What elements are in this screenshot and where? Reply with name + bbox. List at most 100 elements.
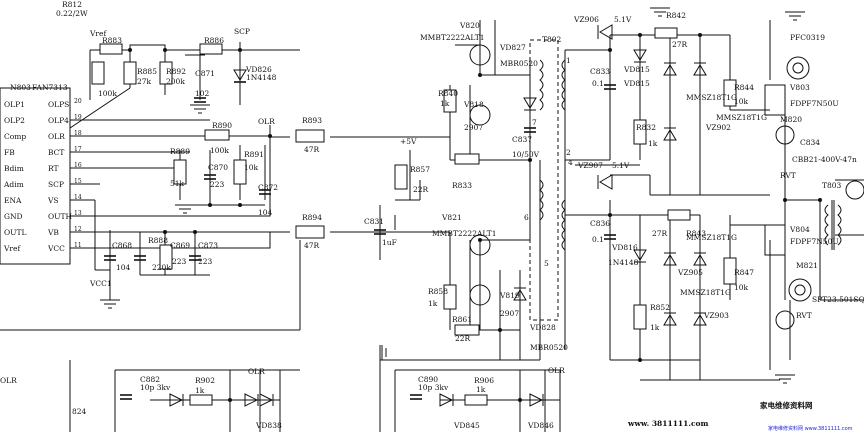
label-plus5: +5V [400, 137, 417, 146]
label-c869: C869 [170, 241, 190, 250]
label-olr3: OLR [248, 367, 265, 376]
label-c882v: 10p 3kv [140, 383, 171, 392]
watermark-cn-small: 家电维修资料网 www.3811111.com [768, 425, 853, 432]
label-vz905: VZ905 [677, 268, 703, 277]
label-r842v: 27R [672, 40, 688, 49]
label-c831v: 1uF [382, 238, 397, 247]
label-vz903: VZ903 [703, 311, 729, 320]
label-r889v: 51k [170, 179, 185, 188]
label-r847v: 10k [734, 283, 749, 292]
label-mbr1: MBR0520 [500, 59, 538, 68]
label-n6: 6 [524, 213, 529, 222]
ic-pin-right-8: VB [47, 228, 59, 237]
label-c882: C882 [140, 375, 160, 384]
label-r884v: 100k [98, 89, 117, 98]
label-r885: R885 [137, 67, 157, 76]
transistors [470, 45, 864, 329]
label-r888v: 220k [152, 263, 171, 272]
ic-body [0, 88, 70, 264]
label-vd838: VD838 [255, 421, 282, 430]
label-r852: R852 [650, 303, 670, 312]
label-r891v: 10k [244, 163, 259, 172]
label-v818v: 2907 [464, 123, 483, 132]
label-c873v: 223 [198, 257, 213, 266]
watermark: 家电维修资料网 www. 3811111.com 家电维修资料网 www.381… [627, 400, 853, 432]
label-c836: C836 [590, 219, 610, 228]
label-vcc1: VCC1 [89, 279, 112, 288]
label-r894: R894 [302, 213, 322, 222]
label-r883: R883 [102, 36, 122, 45]
label-v821: V821 [441, 213, 462, 222]
label-olr1: OLR [258, 117, 275, 126]
label-n5: 5 [544, 259, 549, 268]
ic-pin-right-1: OLP4 [48, 116, 69, 125]
label-r892: R892 [166, 67, 186, 76]
label-olr2: OLR [0, 376, 17, 385]
label-mmsz3: MMSZ18T1G [680, 288, 731, 297]
ic-pin-number-6: 14 [74, 194, 82, 201]
label-c837v: 10/50V [512, 150, 540, 159]
label-c890: C890 [418, 375, 438, 384]
label-olr4: OLR [548, 366, 565, 375]
ic-fan7313: N803 FAN7313 OLP1OLP2CompFBBdimAdimENAGN… [0, 83, 82, 264]
diodes [170, 25, 706, 406]
label-r890v: 100k [210, 146, 229, 155]
label-t802: T802 [542, 35, 562, 44]
ic-pin-left-5: Adim [3, 180, 24, 189]
label-r847: R847 [734, 268, 754, 277]
ic-pin-right-0: OLPS [48, 100, 69, 109]
ic-pin-left-6: ENA [4, 196, 22, 205]
ic-pin-left-1: OLP2 [4, 116, 25, 125]
ic-pin-left-2: Comp [4, 132, 26, 141]
label-r892v: 200k [166, 77, 185, 86]
ic-pin-number-7: 13 [74, 210, 82, 217]
ic-pin-right-5: SCP [48, 180, 64, 189]
ic-pin-right-4: RT [48, 164, 59, 173]
ic-pin-right-7: OUTH [48, 212, 72, 221]
label-c831: C831 [364, 217, 384, 226]
label-rvt1: RVT [780, 171, 796, 180]
label-c870: C870 [208, 163, 228, 172]
label-vd828: VD828 [529, 323, 556, 332]
label-c868v: 104 [116, 263, 131, 272]
label-c836v: 0.1 [592, 235, 604, 244]
label-r857: R857 [410, 165, 430, 174]
label-mbr2: MBR0520 [530, 343, 568, 352]
label-r840v: 1k [440, 99, 450, 108]
label-spt: SPT23.501SQ [812, 295, 864, 304]
label-vd826v: 1N4148 [246, 73, 277, 82]
ic-pin-right-2: OLR [48, 132, 65, 141]
label-r893: R893 [302, 116, 322, 125]
label-c890v: 10p 3kv [418, 383, 449, 392]
label-v819v: 2907 [500, 309, 519, 318]
label-vd815v: VD815 [623, 79, 650, 88]
ic-pin-right-9: VCC [47, 244, 65, 253]
label-vd846: VD846 [527, 421, 554, 430]
ic-pin-number-8: 12 [74, 226, 82, 233]
label-r832v: 1k [648, 139, 658, 148]
label-r894v: 47R [304, 241, 320, 250]
label-cbb: CBB21-400V-47n [792, 155, 857, 164]
label-r842: R842 [666, 11, 686, 20]
label-vz902: VZ902 [705, 123, 731, 132]
label-mmbt2: MMBT2222ALT1 [432, 229, 497, 238]
wiring [0, 20, 864, 432]
label-v818: V818 [463, 100, 484, 109]
label-vref: Vref [89, 29, 107, 38]
label-t803: T803 [822, 181, 842, 190]
label-c873: C873 [198, 241, 218, 250]
label-mmsz2: MMSZ18T1G [716, 113, 767, 122]
label-v804: V804 [789, 225, 810, 234]
label-vd815: VD815 [623, 65, 650, 74]
label-n2: 2 [566, 148, 571, 157]
label-r857v: 22R [413, 185, 429, 194]
label-r858v: 1k [428, 299, 438, 308]
label-r902: R902 [195, 376, 215, 385]
label-r812: R812 [62, 0, 82, 9]
label-vz907: VZ907 [577, 161, 603, 170]
label-vd826: VD826 [245, 65, 272, 74]
label-s24: 824 [72, 407, 87, 416]
ic-pin-number-2: 18 [74, 130, 82, 137]
label-mmsz1: MMSZ18T1G [686, 93, 737, 102]
